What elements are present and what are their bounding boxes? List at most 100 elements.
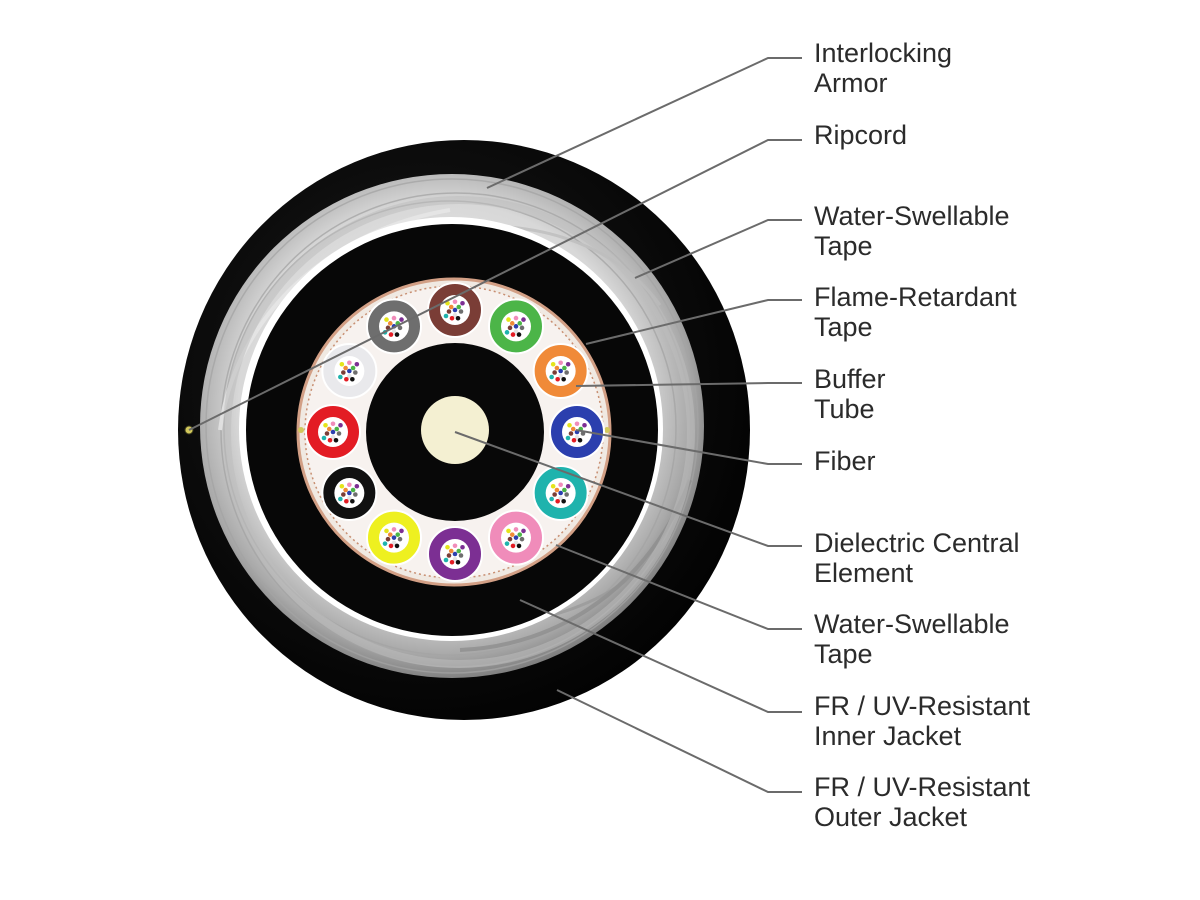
- fiber: [449, 559, 455, 565]
- fiber: [326, 426, 332, 432]
- fiber: [446, 309, 452, 314]
- buffer-tube: [427, 526, 483, 582]
- fiber: [460, 300, 465, 306]
- fiber: [521, 528, 526, 534]
- callout-text: Flame-Retardant: [814, 282, 1017, 312]
- fiber: [574, 434, 580, 440]
- fiber: [446, 553, 452, 558]
- callout-label: Dielectric Central Element: [814, 528, 1020, 588]
- fiber: [516, 543, 522, 549]
- armor-shadow: [223, 196, 695, 668]
- callout-text: Element: [814, 558, 914, 588]
- buffer-tube: [427, 282, 483, 338]
- fiber: [521, 317, 526, 322]
- dielectric-central-element: [421, 396, 489, 464]
- fiber: [458, 309, 464, 314]
- fiber: [443, 313, 449, 319]
- fiber: [555, 498, 560, 504]
- fiber: [564, 492, 569, 497]
- fiber: [384, 528, 389, 534]
- fiber: [387, 532, 393, 537]
- fiber: [509, 321, 515, 326]
- interlocking-armor-leader: [486, 57, 802, 189]
- fiber: [452, 556, 458, 562]
- fiber: [507, 536, 513, 542]
- fiber: [347, 368, 352, 374]
- fiber: [350, 487, 356, 493]
- fiber: [456, 304, 462, 310]
- fiber: [455, 315, 461, 321]
- fiber: [558, 490, 563, 496]
- fiber: [510, 543, 516, 549]
- fiber: [338, 422, 343, 428]
- fiber: [562, 487, 567, 493]
- fiber: [343, 487, 348, 493]
- dielectric-central-element-leader: [454, 431, 802, 547]
- callout-text: Dielectric Central: [814, 528, 1020, 558]
- fiber: [350, 365, 356, 371]
- buffer-tube: [488, 298, 544, 355]
- fiber: [565, 435, 571, 441]
- fiber: [347, 373, 352, 379]
- fiber: [504, 541, 510, 546]
- fiber: [452, 543, 458, 549]
- callout-label: Water-Swellable Tape: [814, 201, 1010, 261]
- fiber: [397, 325, 403, 331]
- fiber: [571, 437, 577, 443]
- fiber: [513, 324, 519, 329]
- fiber: [564, 370, 569, 375]
- fiber: [339, 483, 345, 489]
- fiber: [353, 492, 358, 497]
- fiber: [336, 431, 342, 436]
- fiber: [448, 548, 454, 554]
- fiber: [452, 312, 458, 318]
- fiber: [452, 307, 458, 313]
- fiber: [341, 492, 346, 497]
- fiber: [353, 370, 358, 375]
- callout-text: Armor: [814, 68, 888, 98]
- fiber: [561, 498, 566, 504]
- fiber: [321, 435, 327, 441]
- water-swellable-tape-inner-leader: [555, 544, 802, 630]
- fiber: [549, 496, 554, 502]
- fiber: [565, 361, 571, 367]
- fiber: [558, 360, 563, 366]
- fiber: [460, 544, 465, 550]
- fiber: [567, 422, 572, 428]
- fiber: [399, 528, 404, 534]
- fiber: [455, 559, 461, 565]
- callout-text: Water-Swellable: [814, 609, 1010, 639]
- fiber: [516, 332, 522, 337]
- buffer-tube-leader: [575, 382, 802, 387]
- fiber: [354, 483, 360, 489]
- fiber: [330, 421, 336, 427]
- callout-label: Buffer Tube: [814, 364, 886, 424]
- buffer-tube: [366, 509, 422, 566]
- fiber: [513, 527, 519, 532]
- buffer-tube: [549, 404, 605, 460]
- fiber: [388, 332, 394, 337]
- fiber: [397, 536, 403, 542]
- fiber: [561, 376, 566, 382]
- fiber: [343, 365, 348, 371]
- callout-text: Tube: [814, 394, 875, 424]
- buffer-tube: [305, 404, 361, 460]
- fiber: [552, 370, 557, 375]
- fiber: [519, 325, 525, 331]
- fiber: [577, 437, 583, 443]
- callout-label: Fiber: [814, 446, 876, 476]
- fiber-leader: [575, 429, 802, 465]
- fiber: [391, 329, 397, 334]
- fiber: [350, 376, 355, 382]
- fiber: [394, 543, 400, 549]
- ripcord-inner-left: [298, 427, 304, 433]
- fiber: [458, 553, 464, 558]
- fiber: [517, 532, 523, 537]
- ripcord-inner-right: [604, 427, 610, 433]
- fiber: [549, 374, 554, 380]
- callout-label: FR / UV-Resistant Outer Jacket: [814, 772, 1030, 832]
- fiber: [568, 431, 574, 436]
- buffer-tube: [321, 465, 378, 521]
- fiber: [391, 540, 397, 546]
